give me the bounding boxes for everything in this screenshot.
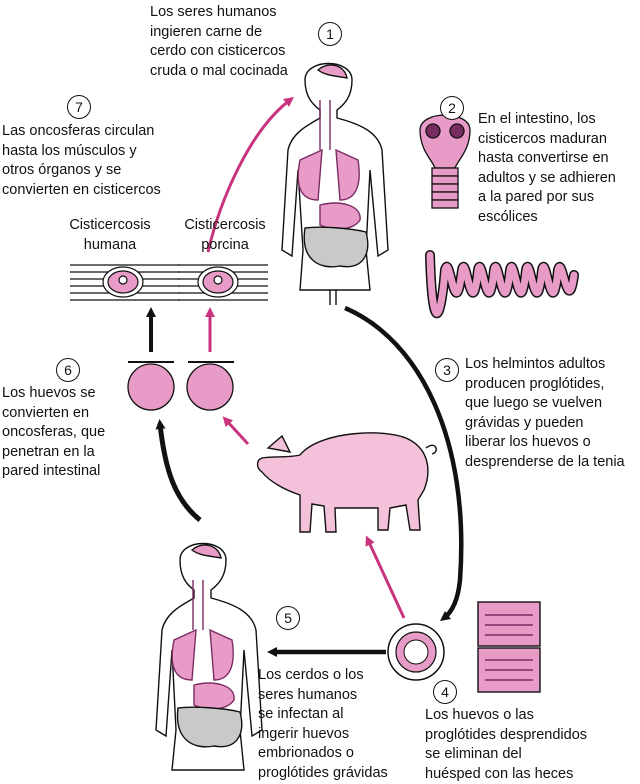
step-3-text: Los helmintos adultos producen proglótid… (465, 356, 625, 470)
step-7-text: Las oncosferas circulan hasta los múscul… (2, 123, 161, 198)
arrow-human-to-egg (344, 305, 464, 622)
human-figure-top (281, 62, 389, 305)
step-number-5: 5 (276, 606, 300, 630)
step-number-1: 1 (318, 22, 342, 46)
porcine-cysticercosis-label: Cisticercosis porcina (184, 217, 266, 253)
step-1-text: Los seres humanos ingieren carne de cerd… (150, 4, 288, 79)
egg-illustration (387, 623, 445, 681)
oncosphere-human (127, 361, 175, 411)
cysticercus-human (70, 264, 180, 301)
pig-illustration (256, 432, 437, 533)
cysticercus-porcine (178, 264, 268, 301)
step-2-text: En el intestino, los cisticercos maduran… (478, 111, 616, 225)
scolex-illustration (419, 114, 471, 209)
human-cysticercosis-label: Cisticercosis humana (69, 217, 151, 253)
arrow-pig-to-oncosphere (222, 416, 250, 446)
oncosphere-porcine (186, 361, 234, 411)
arrow-cysticercosis-to-human (206, 96, 294, 253)
step-number-3: 3 (435, 358, 459, 382)
arrow-egg-to-pig (365, 535, 406, 619)
step-6-text: Los huevos se convierten en oncosferas, … (2, 385, 106, 479)
step-number-4: 4 (433, 680, 457, 704)
step-4-text: Los huevos o las proglótides desprendido… (425, 707, 588, 782)
human-figure-bottom (155, 542, 263, 771)
step-number-2: 2 (440, 96, 464, 120)
step-5-text: Los cerdos o los seres humanos se infect… (258, 667, 388, 781)
proglottids-illustration (477, 601, 541, 693)
arrow-human-to-oncosphere (155, 419, 202, 522)
step-number-7: 7 (67, 95, 91, 119)
adult-tapeworm-illustration (425, 250, 579, 319)
step-number-6: 6 (56, 358, 80, 382)
